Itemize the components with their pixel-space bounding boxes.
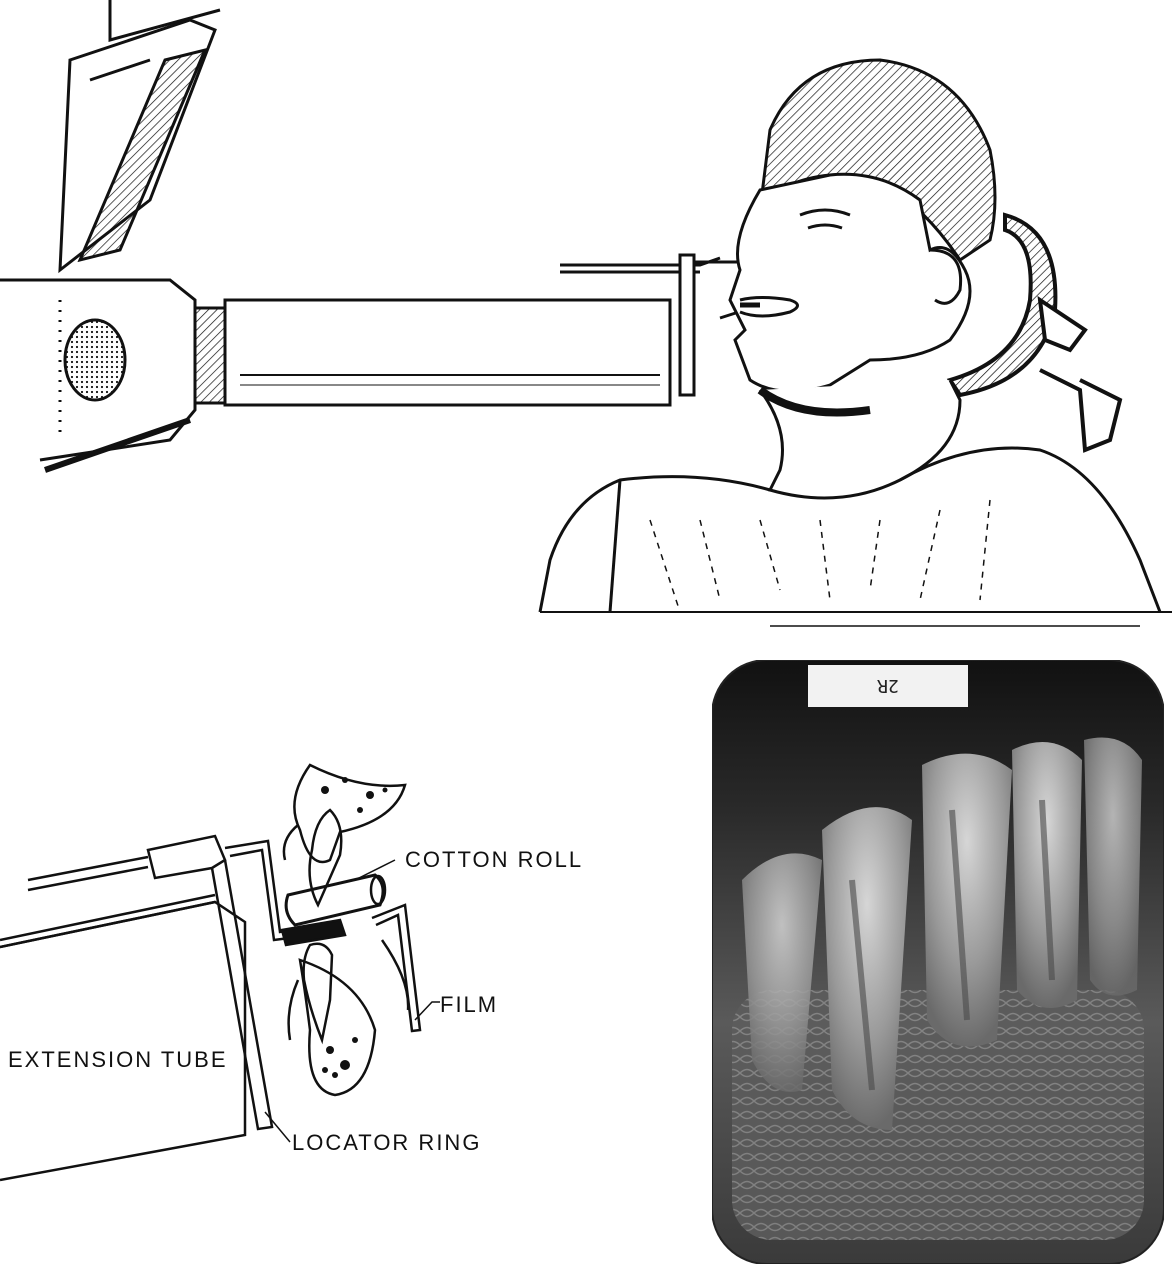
indicator-rod <box>28 857 148 890</box>
extension-tube-label: EXTENSION TUBE <box>8 1047 228 1073</box>
patient-xray-illustration <box>0 0 1172 640</box>
cotton-roll-label: COTTON ROLL <box>405 847 583 873</box>
locator-ring <box>212 860 272 1129</box>
dental-radiograph <box>712 660 1164 1264</box>
cotton-roll <box>286 875 383 925</box>
patient-body <box>540 380 1172 626</box>
locator-ring-label: LOCATOR RING <box>292 1130 481 1156</box>
film-id-marker: 2R <box>808 665 968 707</box>
film-label: FILM <box>440 992 498 1018</box>
xray-head <box>0 0 220 470</box>
film-holder <box>372 905 420 1031</box>
lower-tooth <box>304 944 332 1040</box>
extension-tube-illustration <box>195 255 745 405</box>
extension-tube-outline <box>0 902 245 1180</box>
upper-bone <box>294 765 405 862</box>
patient-head <box>730 60 995 391</box>
